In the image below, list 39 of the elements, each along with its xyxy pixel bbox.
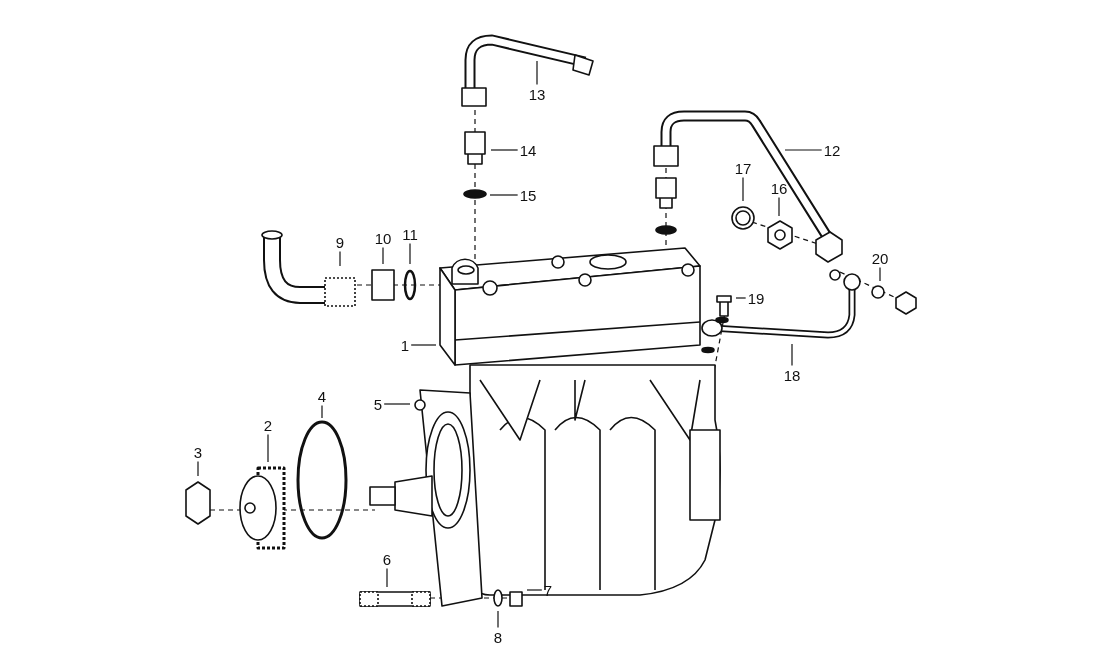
callout-number: 3	[193, 444, 203, 460]
leader-line	[489, 194, 519, 196]
callout-number: 19	[747, 290, 765, 306]
callout-number: 13	[528, 86, 546, 102]
callout-number: 20	[871, 250, 889, 266]
callout-number: 10	[374, 230, 392, 246]
leader-line	[339, 250, 341, 267]
callout-number: 16	[770, 180, 788, 196]
callout-number: 9	[335, 234, 345, 250]
leader-line	[321, 404, 323, 419]
leader-line	[382, 246, 384, 265]
leader-line	[490, 149, 519, 151]
leader-line	[536, 60, 538, 86]
callout-number: 8	[493, 629, 503, 645]
callout-number: 14	[519, 142, 537, 158]
callout-number: 12	[823, 142, 841, 158]
leader-line	[791, 343, 793, 367]
leader-line	[742, 176, 744, 202]
leader-line	[383, 403, 411, 405]
leader-line	[409, 242, 411, 265]
leader-line	[386, 567, 388, 588]
callout-number: 2	[263, 417, 273, 433]
leader-line	[267, 433, 269, 463]
leader-line	[497, 610, 499, 629]
callout-number: 5	[373, 396, 383, 412]
leader-line	[410, 344, 437, 346]
leader-line	[735, 297, 747, 299]
leader-line	[778, 196, 780, 217]
callout-number: 17	[734, 160, 752, 176]
callout-number: 1	[400, 337, 410, 353]
callout-number: 4	[317, 388, 327, 404]
callout-number: 18	[783, 367, 801, 383]
callout-number: 11	[402, 226, 418, 242]
leader-line	[784, 149, 823, 151]
callout-number: 6	[382, 551, 392, 567]
leader-line	[197, 460, 199, 477]
callout-number: 15	[519, 187, 537, 203]
leader-line	[879, 266, 881, 282]
leader-line	[526, 589, 543, 591]
